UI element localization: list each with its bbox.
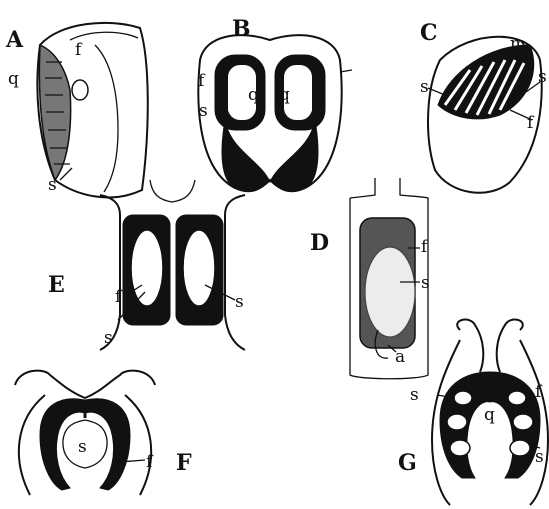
figure-f-letter-text: F — [176, 450, 192, 476]
figure-g: s f q s G — [398, 320, 548, 505]
label-s-left: s — [410, 385, 419, 405]
label-s-left: s — [420, 77, 429, 97]
label-s: s — [199, 101, 208, 121]
label-f: f — [527, 113, 535, 133]
figure-f: s f G F — [15, 371, 192, 495]
figure-b: B f q q s — [198, 16, 352, 191]
label-s-right: s — [535, 447, 544, 467]
label-q: q — [484, 405, 495, 425]
label-s-right: s — [235, 292, 244, 312]
label-q-left: q — [248, 85, 259, 105]
label-f: f — [146, 452, 154, 472]
label-s: s — [48, 175, 57, 195]
figure-d-letter: D — [310, 230, 329, 256]
label-q: q — [8, 69, 19, 89]
label-s: s — [78, 437, 87, 457]
label-f: f — [115, 287, 123, 307]
figure-a: A q f s — [5, 23, 148, 198]
figure-b-letter: B — [232, 16, 251, 42]
figure-c-letter: C — [420, 20, 438, 46]
label-s: s — [421, 273, 430, 293]
figure-c: C m s s f — [420, 20, 547, 193]
label-m: m — [510, 34, 526, 54]
figure-a-letter: A — [5, 27, 24, 53]
figure-d: D f s a — [310, 178, 430, 379]
label-s-left: s — [104, 328, 113, 348]
label-f: f — [198, 71, 206, 91]
figure-e-letter: E — [48, 272, 65, 298]
label-q-right: q — [279, 85, 290, 105]
label-f: f — [75, 40, 83, 60]
figure-g-letter: G — [398, 450, 417, 476]
figure-e: E f s s — [48, 180, 245, 350]
label-a: a — [395, 347, 405, 367]
label-s-right: s — [538, 67, 547, 87]
